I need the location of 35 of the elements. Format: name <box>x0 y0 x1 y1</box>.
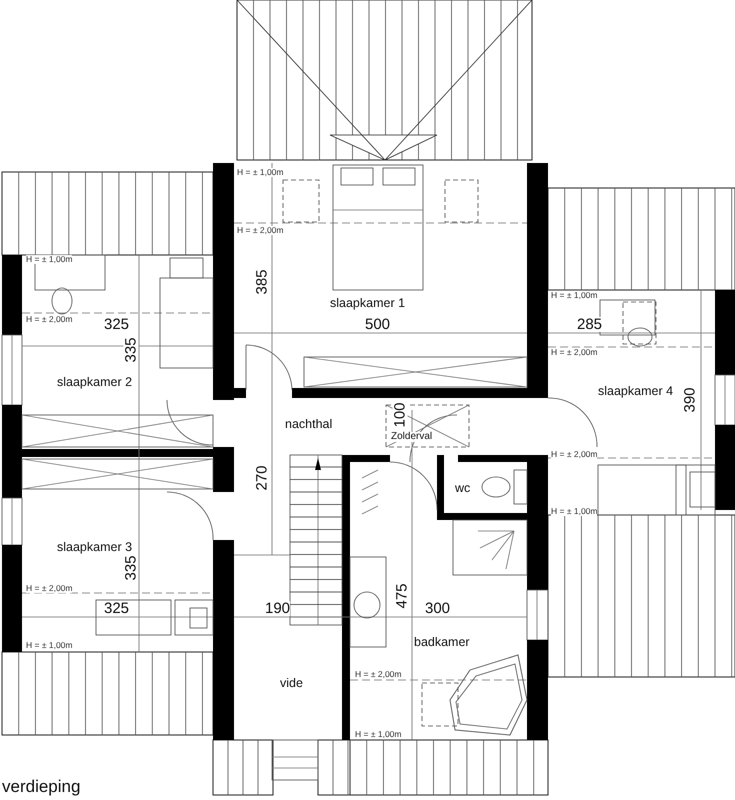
ceiling-height-note: H = ± 1,00m <box>551 291 598 300</box>
dimension-value: 475 <box>394 583 410 609</box>
dimension-value: 325 <box>104 601 130 616</box>
dimension-value: 100 <box>392 402 408 428</box>
ceiling-height-note: H = ± 1,00m <box>355 730 402 738</box>
dimension-value: 335 <box>124 337 138 363</box>
dimension-value: 325 <box>104 317 130 332</box>
dimension-value: 500 <box>365 317 390 332</box>
dimension-value: 300 <box>425 601 450 616</box>
ceiling-height-note: H = ± 2,00m <box>551 348 598 356</box>
ceiling-height-note: H = ± 1,00m <box>237 168 284 176</box>
room-name: nachthal <box>285 418 332 430</box>
room-name: slaapkamer 1 <box>330 297 406 310</box>
room-name: vide <box>280 677 303 690</box>
dimension-value: 335 <box>124 555 138 581</box>
ceiling-height-note: H = ± 1,00m <box>26 255 72 264</box>
dimension-value: 190 <box>265 601 290 616</box>
room-name: slaapkamer 2 <box>57 376 132 388</box>
drawing-caption: verdieping <box>2 778 80 795</box>
ceiling-height-note: H = ± 2,00m <box>355 670 402 678</box>
room-name: slaapkamer 4 <box>598 385 674 398</box>
ceiling-height-note: H = ± 2,00m <box>237 226 284 234</box>
dimension-value: 390 <box>682 387 698 413</box>
ceiling-height-note: H = ± 2,00m <box>26 584 72 592</box>
ceiling-height-note: H = ± 2,00m <box>26 315 72 324</box>
room-name: badkamer <box>414 636 470 648</box>
dimension-value: 385 <box>254 269 270 295</box>
ceiling-height-note: H = ± 1,00m <box>551 507 598 516</box>
room-name: wc <box>455 482 470 494</box>
dimension-value: 285 <box>577 317 602 332</box>
hatch-label: Zolderval <box>391 432 432 442</box>
ceiling-height-note: H = ± 1,00m <box>26 641 72 650</box>
room-name: slaapkamer 3 <box>57 541 132 554</box>
dimension-value: 270 <box>254 465 270 491</box>
ceiling-height-note: H = ± 2,00m <box>551 450 598 458</box>
